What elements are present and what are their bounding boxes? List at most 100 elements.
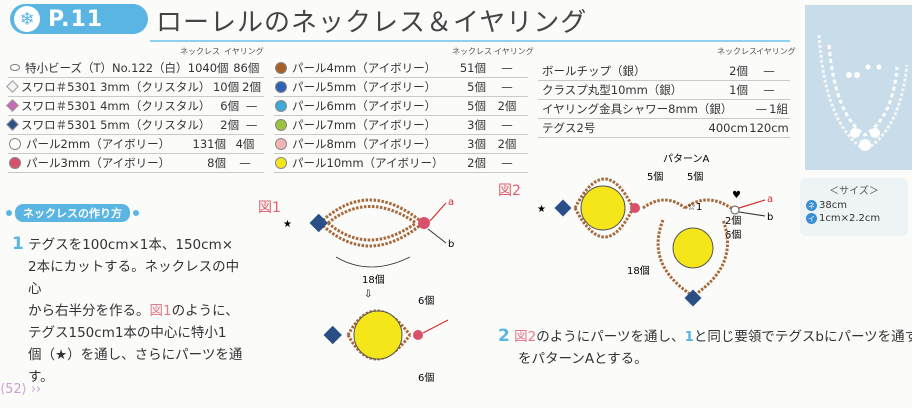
step1-line: テグス150cm1本の中心に特小1 <box>28 325 227 341</box>
bead-icon <box>6 99 19 112</box>
step2-text: のようにパーツを通し、 <box>536 329 685 345</box>
material-row: パール10mm（アイボリー）2個— <box>274 153 528 173</box>
earring-qty: — <box>245 117 258 132</box>
earring-size-mark: イ <box>806 213 817 224</box>
page-title: ローレルのネックレス＆イヤリング <box>156 8 588 38</box>
necklace-qty: 2個 <box>467 155 486 170</box>
diamond-5mm <box>323 325 342 345</box>
earring-qty: — <box>501 60 513 75</box>
star-mark: ★ <box>537 204 546 215</box>
material-row: パール4mm（アイボリー）51個— <box>274 58 528 78</box>
step2-text: と同じ要領でテグスbにパーツを通す。こ <box>693 329 912 345</box>
step-number: 1 <box>12 234 24 254</box>
step1-line: 2本にカットする。ネックレスの中心 <box>28 259 240 297</box>
header-earring-2: イヤリング <box>494 47 534 56</box>
count-label: 6個 <box>418 294 434 307</box>
bead-icon <box>274 99 288 112</box>
heart-icon: ♥ <box>732 190 741 201</box>
footer-page-number: ⟨52⟩ ›› <box>0 382 42 397</box>
section-title: ネックレスの作り方 <box>15 204 130 222</box>
necklace-qty: 2個 <box>220 117 240 132</box>
necklace-qty: 5個 <box>467 98 486 113</box>
earring-size: 1cm×2.2cm <box>819 213 881 224</box>
material-row: ボールチップ（銀）2個— <box>538 61 790 81</box>
count-label: 18個 <box>362 273 385 286</box>
diamond-5mm <box>554 199 572 217</box>
material-name: パール7mm（アイボリー） <box>292 117 437 132</box>
material-name: パール8mm（アイボリー） <box>292 136 437 151</box>
necklace-qty: 400cm <box>708 120 748 135</box>
figure-1-label: 図1 <box>258 200 281 216</box>
necklace-qty: 3個 <box>467 136 486 151</box>
earring-qty: 120cm <box>749 120 789 135</box>
material-name: テグス2号 <box>542 120 596 135</box>
earring-qty: 2個 <box>242 79 261 94</box>
pattern-label: パターンA <box>663 153 709 165</box>
material-name: パール6mm（アイボリー） <box>292 98 437 113</box>
header-necklace-2: ネックレス <box>452 47 492 56</box>
necklace-qty: 6個 <box>220 98 240 113</box>
material-row: イヤリング金具シャワー8mm（銀） —1組 <box>538 99 790 119</box>
necklace-qty: 1040個 <box>187 60 229 75</box>
material-row: クラスプ丸型10mm（銀）1個— <box>538 80 790 100</box>
material-name: スワロ＃5301 4mm（クリスタル） <box>21 98 211 113</box>
step-2: 2 図2のようにパーツを通し、1と同じ要領でテグスbにパーツを通す。こ をパター… <box>498 325 912 370</box>
material-row: パール7mm（アイボリー）3個— <box>274 115 528 135</box>
material-name: イヤリング金具シャワー8mm（銀） <box>542 101 733 116</box>
star-mark: ☆1 <box>687 202 702 213</box>
earring-qty: — <box>763 63 775 78</box>
step2-text: をパターンAとする。 <box>518 351 648 367</box>
thread-b-label: b <box>767 212 773 223</box>
material-row: スワロ＃5301 5mm（クリスタル） 2個 — <box>6 115 264 135</box>
bead-icon <box>274 156 288 169</box>
material-name: パール3mm（アイボリー） <box>26 155 171 170</box>
pearl-3mm <box>418 217 430 229</box>
figure-ref: 図2 <box>514 329 537 345</box>
page-number: 52 <box>5 382 22 397</box>
earring-qty: — <box>763 82 775 97</box>
count-label: 6個 <box>418 371 434 384</box>
page-number: P.11 <box>48 6 104 32</box>
necklace-size-mark: ネ <box>806 200 817 211</box>
bead-icon <box>6 80 19 93</box>
diamond-5mm <box>309 213 328 233</box>
step-ref: 1 <box>684 329 694 345</box>
count-label: 5個 <box>647 170 663 183</box>
bead-icon <box>6 118 19 131</box>
arrow-down-icon: ⇩ <box>364 289 372 300</box>
thread-b-label: b <box>448 239 454 250</box>
star-mark: ★ <box>283 219 292 230</box>
header-necklace-3: ネックレス <box>717 47 757 56</box>
earring-qty: — <box>239 155 251 170</box>
earring-qty: 86個 <box>233 60 260 75</box>
material-row: スワロ＃5301 4mm（クリスタル）6個— <box>6 96 264 116</box>
material-name: 特小ビーズ（T）No.122（白） <box>25 60 188 75</box>
pearl-10mm <box>353 310 403 360</box>
header-necklace-1: ネックレス <box>180 47 220 56</box>
material-name: スワロ＃5301 3mm（クリスタル） <box>21 79 211 94</box>
bead-icon <box>274 118 288 131</box>
step1-line: のように、 <box>171 303 239 319</box>
bullet-icon <box>6 210 12 216</box>
figure-ref: 図1 <box>149 303 172 319</box>
bead-icon <box>8 156 22 169</box>
count-label: 6個 <box>725 228 741 241</box>
necklace-qty: — <box>755 101 768 116</box>
necklace-size: 38cm <box>819 200 847 211</box>
page-number-badge: ❄ P.11 <box>10 4 148 34</box>
material-row: 特小ビーズ（T）No.122（白）1040個 86個 <box>8 58 264 78</box>
necklace-qty: 1個 <box>729 82 748 97</box>
step-1: 1 テグスを100cm×1本、150cm× 2本にカットする。ネックレスの中心 … <box>12 233 252 388</box>
material-name: ボールチップ（銀） <box>542 63 646 78</box>
bead-icon <box>274 61 288 74</box>
earring-qty: 1組 <box>769 101 788 116</box>
earring-qty: 2個 <box>497 136 517 151</box>
bead-icon <box>8 64 21 71</box>
size-box: ＜サイズ＞ ネ 38cm イ 1cm×2.2cm <box>800 178 908 236</box>
earring-qty: 4個 <box>235 136 255 151</box>
step1-line: テグスを100cm×1本、150cm× <box>28 237 234 253</box>
material-name: スワロ＃5301 5mm（クリスタル） <box>21 117 211 132</box>
